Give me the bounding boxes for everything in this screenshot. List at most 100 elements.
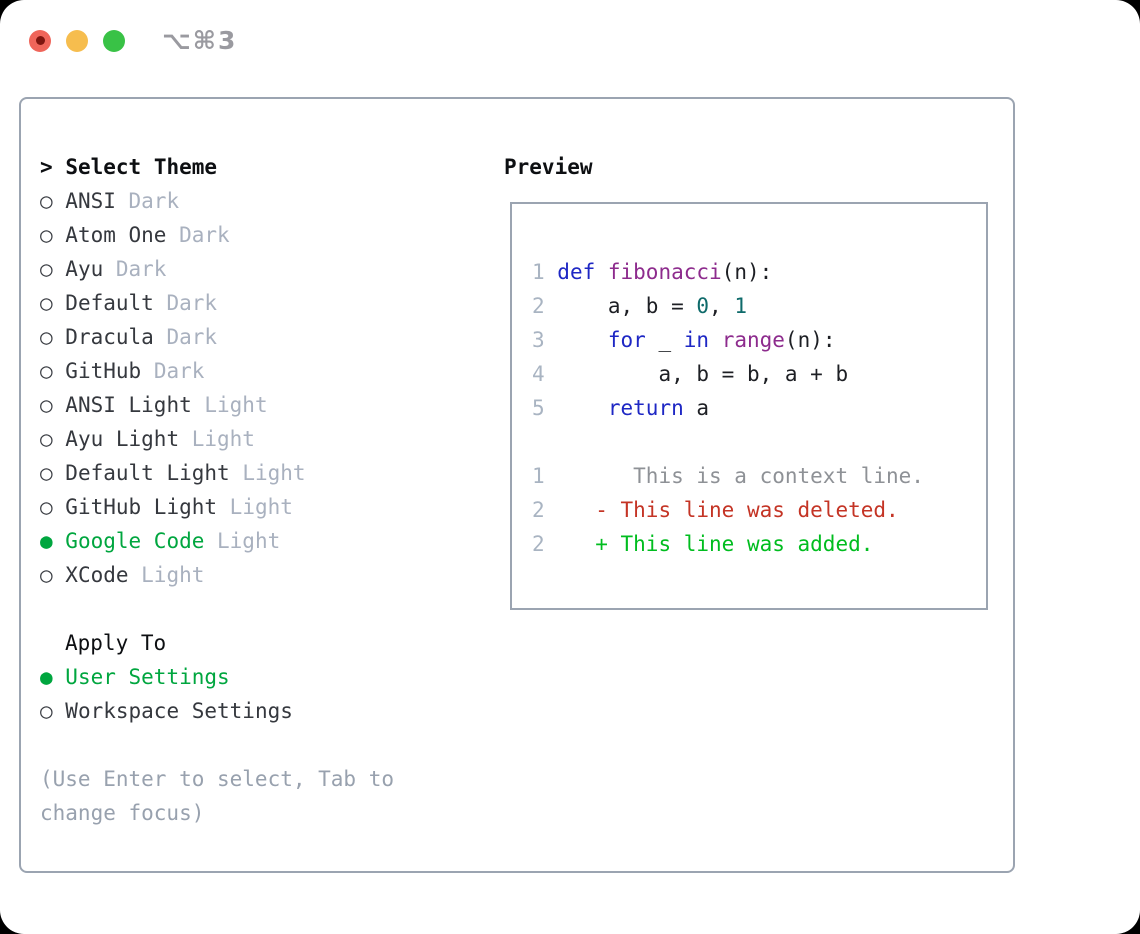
line-number: 2: [532, 498, 558, 522]
titlebar: ⌥⌘3: [29, 26, 237, 55]
theme-item-ayu-light[interactable]: ○ Ayu Light Light: [40, 422, 394, 456]
apply-option-workspace-settings[interactable]: ○ Workspace Settings: [40, 694, 394, 728]
theme-variant-badge: Dark: [153, 325, 218, 349]
code-line: 1 def fibonacci(n):: [532, 255, 986, 289]
radio-icon: ○: [40, 291, 53, 315]
code-token-kwd: def: [557, 260, 608, 284]
apply-option-label: Workspace Settings: [52, 699, 293, 723]
theme-item-ayu[interactable]: ○ Ayu Dark: [40, 252, 394, 286]
line-number: 3: [532, 328, 558, 352]
diff-added-line: 2 + This line was added.: [532, 527, 986, 561]
close-dot-icon: [35, 36, 45, 45]
theme-variant-badge: Light: [229, 461, 306, 485]
theme-list-column: > Select Theme ○ ANSI Dark○ Atom One Dar…: [40, 150, 394, 830]
code-token-plain: (n):: [784, 328, 836, 352]
theme-item-google-code[interactable]: ● Google Code Light: [40, 524, 394, 558]
theme-variant-badge: Light: [128, 563, 205, 587]
theme-item-label: ANSI: [52, 189, 116, 213]
code-token-plain: [709, 323, 722, 357]
theme-variant-badge: Light: [217, 495, 293, 519]
theme-list: ○ ANSI Dark○ Atom One Dark○ Ayu Dark○ De…: [40, 184, 394, 592]
code-line: 4 a, b = b, a + b: [532, 357, 986, 391]
blank-line: [532, 425, 986, 459]
theme-item-label: GitHub Light: [52, 495, 218, 519]
code-token-plain: a: [683, 396, 710, 420]
code-token-kwd: return: [607, 396, 684, 420]
code-token-ctx: This is a context line.: [557, 464, 924, 488]
theme-item-label: Atom One: [52, 223, 167, 247]
theme-variant-badge: Light: [179, 427, 255, 451]
diff-context-line: 1 This is a context line.: [532, 459, 986, 493]
theme-item-atom-one[interactable]: ○ Atom One Dark: [40, 218, 394, 252]
window-title: ⌥⌘3: [162, 26, 238, 55]
theme-item-label: XCode: [52, 563, 129, 587]
theme-item-label: Google Code: [52, 529, 205, 553]
theme-item-xcode[interactable]: ○ XCode Light: [40, 558, 394, 592]
minimize-button[interactable]: [66, 29, 88, 52]
code-token-add: + This line was added.: [557, 532, 874, 556]
code-line: 5 return a: [532, 391, 986, 425]
code-token-plain: [557, 391, 608, 425]
theme-variant-badge: Dark: [141, 359, 205, 383]
code-line: 2 a, b = 0, 1: [532, 289, 986, 323]
line-number: 2: [532, 294, 558, 318]
apply-to-label: Apply To: [65, 631, 167, 655]
radio-icon: ○: [40, 359, 53, 383]
radio-icon: ○: [40, 325, 53, 349]
theme-variant-badge: Dark: [115, 189, 180, 213]
theme-item-ansi-light[interactable]: ○ ANSI Light Light: [40, 388, 394, 422]
theme-item-default[interactable]: ○ Default Dark: [40, 286, 394, 320]
diff-deleted-line: 2 - This line was deleted.: [532, 493, 986, 527]
code-token-plain: a, b = b, a + b: [557, 362, 849, 386]
theme-selector-panel: > Select Theme ○ ANSI Dark○ Atom One Dar…: [19, 97, 1015, 873]
line-number: 5: [532, 396, 558, 420]
theme-item-label: Default Light: [52, 461, 230, 485]
radio-icon: ○: [40, 393, 53, 417]
code-token-fn: range: [721, 328, 785, 352]
line-number: 2: [532, 532, 558, 556]
radio-icon: ○: [40, 189, 53, 213]
theme-item-ansi[interactable]: ○ ANSI Dark: [40, 184, 394, 218]
theme-item-label: Default: [52, 291, 154, 315]
prompt-marker-icon: >: [40, 155, 53, 179]
radio-icon: ○: [40, 495, 53, 519]
apply-to-list: ● User Settings○ Workspace Settings: [40, 660, 394, 728]
code-token-plain: [557, 323, 608, 357]
theme-variant-badge: Light: [191, 393, 268, 417]
apply-option-user-settings[interactable]: ● User Settings: [40, 660, 394, 694]
help-text: (Use Enter to select, Tab to change focu…: [40, 767, 395, 825]
zoom-button[interactable]: [103, 29, 125, 52]
theme-variant-badge: Dark: [166, 223, 230, 247]
spacer: [40, 592, 394, 626]
theme-variant-badge: Dark: [153, 291, 218, 315]
line-number: 1: [532, 464, 558, 488]
theme-item-github[interactable]: ○ GitHub Dark: [40, 354, 394, 388]
code-token-lit: 0: [696, 294, 710, 318]
close-button[interactable]: [29, 29, 51, 52]
code-token-plain: (n):: [721, 260, 773, 284]
theme-item-label: Dracula: [52, 325, 154, 349]
code-token-lit: 1: [734, 294, 747, 318]
code-token-plain: a, b =: [557, 294, 697, 318]
theme-item-dracula[interactable]: ○ Dracula Dark: [40, 320, 394, 354]
radio-icon: ○: [40, 563, 53, 587]
selected-radio-icon: ●: [40, 665, 53, 689]
apply-to-header: Apply To: [40, 626, 394, 660]
theme-item-label: Ayu Light: [52, 427, 180, 451]
apply-option-label: User Settings: [52, 665, 230, 689]
code-token-kwd: in: [683, 328, 710, 352]
theme-item-github-light[interactable]: ○ GitHub Light Light: [40, 490, 394, 524]
select-theme-header: > Select Theme: [40, 150, 394, 184]
theme-item-label: GitHub: [52, 359, 142, 383]
line-number: 1: [532, 260, 558, 284]
radio-icon: ○: [40, 699, 53, 723]
theme-item-label: ANSI Light: [52, 393, 192, 417]
line-number: 4: [532, 362, 558, 386]
theme-item-default-light[interactable]: ○ Default Light Light: [40, 456, 394, 490]
selected-radio-icon: ●: [40, 529, 53, 553]
radio-icon: ○: [40, 427, 53, 451]
select-theme-title: [53, 150, 66, 184]
code-token-plain: _: [645, 328, 684, 352]
